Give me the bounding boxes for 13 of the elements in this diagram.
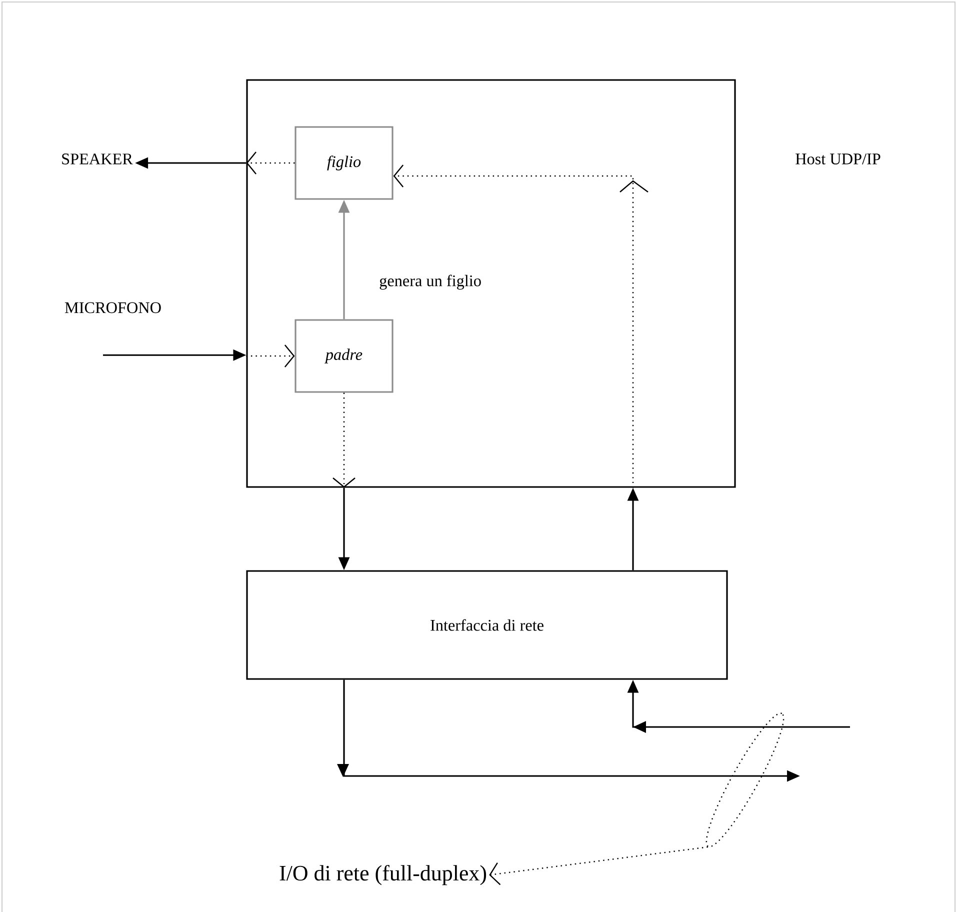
arrow xyxy=(393,164,648,488)
arrow xyxy=(246,344,295,368)
arrow xyxy=(246,152,295,174)
arrow xyxy=(489,846,708,886)
port-label: SPEAKER xyxy=(62,154,133,164)
port-label: MICROFONO xyxy=(64,302,161,314)
host-label: Host UDP/IP xyxy=(796,154,880,164)
callout-label: I/O di rete (full-duplex) xyxy=(280,864,486,886)
edge-label: genera un figlio xyxy=(377,273,484,292)
interface-box: Interfaccia di rete xyxy=(246,570,728,680)
arrow xyxy=(332,392,356,488)
process-box: figlio xyxy=(294,126,394,200)
process-box: padre xyxy=(294,319,394,393)
